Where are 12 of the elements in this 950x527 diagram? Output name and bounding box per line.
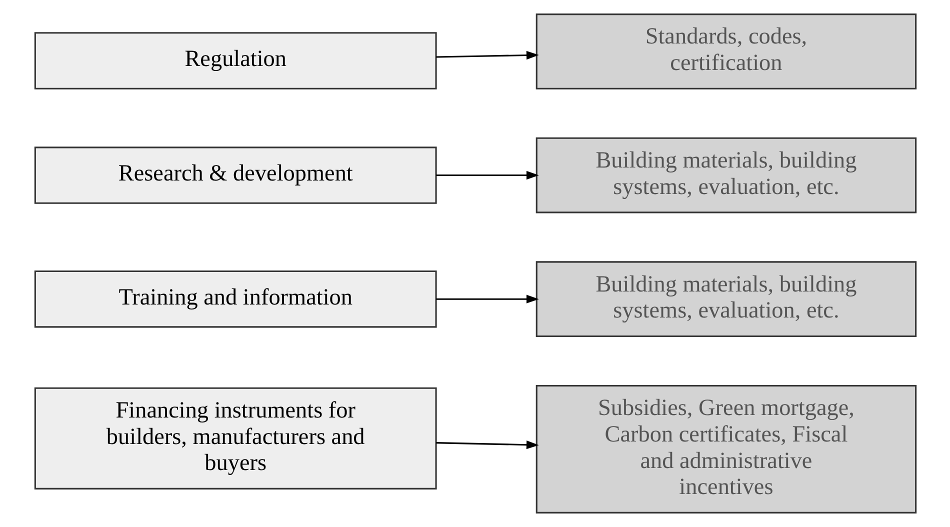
node-box: Regulation	[34, 32, 436, 90]
node-box: Training and information	[34, 270, 436, 328]
arrow	[436, 294, 538, 304]
arrow	[436, 440, 538, 450]
node-box: Subsidies, Green mortgage, Carbon certificates, Fiscal and administrative incentives	[535, 385, 916, 514]
node-box: Research & development	[34, 146, 436, 204]
node-box: Financing instruments for builders, manufacturers and buyers	[34, 387, 436, 490]
node-box: Building materials, building systems, evaluation, etc.	[535, 137, 916, 214]
node-box: Standards, codes, certification	[535, 14, 916, 90]
node-box: Building materials, building systems, evaluation, etc.	[535, 261, 916, 338]
arrow	[436, 170, 538, 180]
arrow	[436, 50, 538, 60]
